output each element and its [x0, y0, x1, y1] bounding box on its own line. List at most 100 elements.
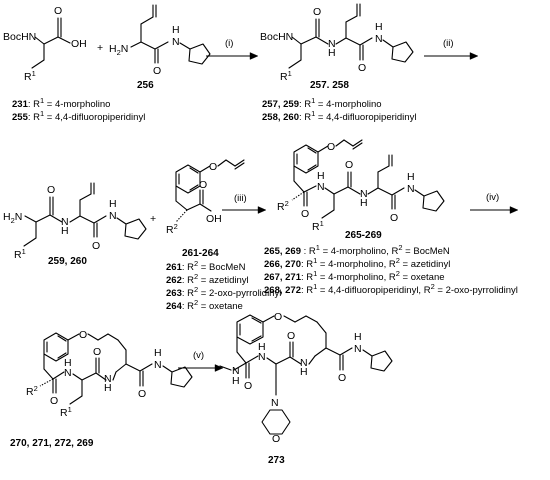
- carbonyl-o-label: O: [93, 346, 101, 358]
- amide-n-label: N: [360, 188, 368, 200]
- step-iii-arrow: (iii): [222, 193, 267, 214]
- row2-mid-captions: 261: R2 = BocMeN 262: R2 = azetidinyl 26…: [166, 259, 281, 312]
- compound-265-269-label: 265-269: [345, 230, 382, 241]
- carbonyl-o-label: O: [199, 179, 207, 191]
- caption-257-259: 257, 259: R1 = 4-morpholino: [262, 96, 382, 110]
- compound-257-258-structure: BocHN O H N O H N R1 257. 258: [260, 3, 414, 91]
- oh-label: OH: [71, 38, 87, 50]
- caption-255: 255: R1 = 4,4-difluoropiperidinyl: [12, 109, 145, 123]
- methyl-n-label: N: [232, 365, 240, 377]
- compound-270-272-269-label: 270, 271, 272, 269: [10, 438, 94, 449]
- compound-259-260-structure: H2N O H N O H N R1 259, 260: [3, 182, 147, 267]
- compound-273-structure: O N H O H N N O O H N O: [219, 311, 393, 466]
- r2-label: R2: [166, 222, 178, 236]
- r1-label: R1: [280, 69, 292, 83]
- amide-n-label: N: [407, 183, 415, 195]
- amide-n-label: N: [154, 359, 162, 371]
- h-label: H: [360, 197, 368, 209]
- caption-231: 231: R1 = 4-morpholino: [12, 96, 110, 110]
- h-label: H: [104, 382, 112, 394]
- compound-231-255-structure: BocHN O OH R1: [3, 5, 87, 83]
- step-v-label: (v): [193, 350, 204, 361]
- caption-266-270: 266, 270: R1 = 4-morpholino, R2 = azetid…: [264, 256, 450, 270]
- step-i-label: (i): [225, 38, 233, 49]
- morpholine-n-label: N: [271, 397, 279, 409]
- caption-258-260: 258, 260: R1 = 4,4-difluoropiperidinyl: [262, 109, 416, 123]
- r1-label: R1: [60, 405, 72, 419]
- caption-263: 263: R2 = 2-oxo-pyrrolidinyl: [166, 285, 281, 299]
- h-label: H: [300, 366, 308, 378]
- amine-label: H2N: [109, 43, 128, 57]
- ether-o-label: O: [209, 161, 217, 173]
- h-label: H: [328, 47, 336, 59]
- amide-n-label: N: [109, 210, 117, 222]
- compound-259-260-label: 259, 260: [48, 256, 87, 267]
- amine-label: H2N: [3, 211, 22, 225]
- carbonyl-o-label: O: [54, 5, 62, 17]
- step-iv-arrow: (iv): [470, 192, 519, 214]
- caption-267-271: 267, 271: R1 = 4-morpholino, R2 = oxetan…: [264, 269, 445, 283]
- morpholine-o-label: O: [272, 433, 280, 445]
- h-label: H: [64, 357, 72, 369]
- h-label: H: [317, 170, 325, 182]
- carbonyl-o-label: O: [345, 159, 353, 171]
- step-ii-arrow: (ii): [424, 38, 479, 60]
- row2-right-captions: 265, 269 : R1 = 4-morpholino, R2 = BocMe…: [264, 243, 518, 296]
- step-v-arrow: (v): [178, 350, 224, 372]
- amide-n-label: N: [354, 343, 362, 355]
- compound-257-258-label: 257. 258: [310, 80, 349, 91]
- r1-label: R1: [24, 69, 36, 83]
- ether-o-label: O: [327, 141, 335, 153]
- step-i-arrow: (i): [206, 38, 259, 60]
- amide-n-label: N: [328, 38, 336, 50]
- boc-nh-label: BocHN: [3, 31, 36, 43]
- carbonyl-o-label: O: [358, 62, 366, 74]
- compound-256-structure: H2N O H N 256: [109, 4, 211, 91]
- h-label: H: [407, 171, 415, 183]
- compound-256-label: 256: [137, 80, 154, 91]
- r2-label: R2: [26, 384, 38, 398]
- carbonyl-o-label: O: [301, 208, 309, 220]
- r1-label: R1: [14, 247, 26, 261]
- h-label: H: [154, 347, 162, 359]
- plus-sign-1: +: [97, 42, 103, 54]
- h-label: H: [375, 21, 383, 33]
- amide-n-label: N: [104, 373, 112, 385]
- compound-261-264-structure: O R2 O OH 261-264: [166, 159, 245, 259]
- h-label: H: [258, 341, 266, 353]
- oh-label: OH: [206, 213, 222, 225]
- carbonyl-o-label: O: [47, 184, 55, 196]
- r1-label: R1: [312, 219, 324, 233]
- h-label: H: [61, 225, 69, 237]
- caption-265-269: 265, 269 : R1 = 4-morpholino, R2 = BocMe…: [264, 243, 450, 257]
- macrocycle-270-272-structure: O R2 O H N R1 O H N O H N: [10, 329, 193, 449]
- step-iii-label: (iii): [234, 193, 247, 204]
- carbonyl-o-label: O: [138, 388, 146, 400]
- caption-264: 264: R2 = oxetane: [166, 298, 243, 312]
- amide-n-label: N: [317, 181, 325, 193]
- compound-265-269-structure: O R2 O H N R1 O H N O H N: [277, 139, 445, 241]
- row1-left-captions: 231: R1 = 4-morpholino 255: R1 = 4,4-dif…: [12, 96, 145, 123]
- ether-o-label: O: [79, 329, 87, 341]
- amide-n-label: N: [61, 216, 69, 228]
- h-label: H: [172, 24, 180, 36]
- carbonyl-o-label: O: [338, 372, 346, 384]
- carbonyl-o-label: O: [153, 65, 161, 77]
- carbonyl-o-label: O: [313, 6, 321, 18]
- boc-nh-label: BocHN: [260, 31, 293, 43]
- amide-n-label: N: [172, 36, 180, 48]
- step-iv-label: (iv): [486, 192, 499, 203]
- amide-n-label: N: [375, 33, 383, 45]
- step-ii-label: (ii): [443, 38, 454, 49]
- carbonyl-o-label: O: [92, 240, 100, 252]
- carbonyl-o-label: O: [244, 380, 252, 392]
- amide-n-label: N: [64, 367, 72, 379]
- row1-right-captions: 257, 259: R1 = 4-morpholino 258, 260: R1…: [262, 96, 416, 123]
- amide-n-label: N: [300, 357, 308, 369]
- compound-261-264-label: 261-264: [182, 248, 219, 259]
- plus-sign-2: +: [150, 213, 156, 225]
- caption-268-272: 268, 272: R1 = 4,4-difluoropiperidinyl, …: [264, 282, 518, 296]
- carbonyl-o-label: O: [390, 212, 398, 224]
- h-label: H: [109, 198, 117, 210]
